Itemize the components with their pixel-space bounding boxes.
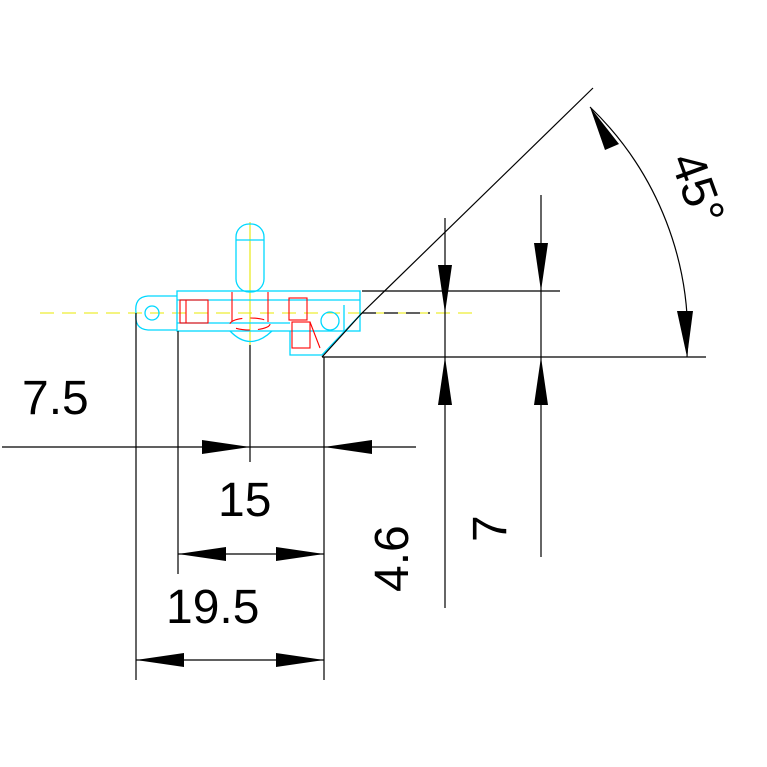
dim-7-label: 7 (464, 515, 517, 542)
dim-7-5-label: 7.5 (22, 372, 89, 425)
dim-4-6-line (438, 218, 452, 608)
dim-19-5-line (178, 547, 324, 561)
dim-15-label: 15 (218, 474, 271, 527)
hidden-features (179, 292, 321, 349)
toggle-clamp-part (135, 223, 363, 356)
dim-19-5-label: 19.5 (166, 581, 259, 634)
dim-45-label: 45° (660, 146, 735, 232)
dim-4-6-label: 4.6 (366, 525, 419, 592)
dim-7-line (534, 195, 548, 557)
extension-lines (135, 313, 325, 680)
reference-lines (321, 87, 706, 358)
center-lines (40, 222, 480, 345)
dim-angle-45 (589, 106, 693, 358)
dim-bottom-line (136, 653, 324, 667)
dim-7-5-15 (2, 345, 416, 462)
